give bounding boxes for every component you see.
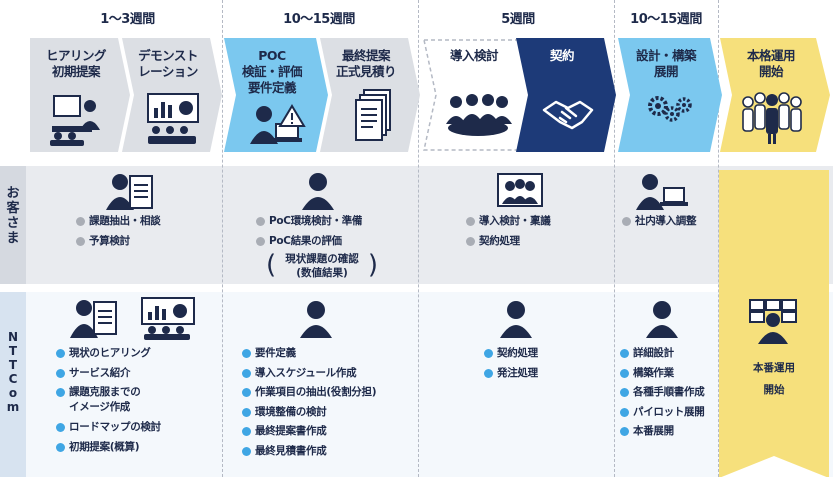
list-item: 予算検討	[76, 232, 160, 252]
person-icon	[300, 300, 332, 342]
ntt-tasks-phase3: 契約処理 発注処理	[484, 344, 538, 383]
list-item: 発注処理	[484, 364, 538, 384]
list-item: 導入検討・稟議	[466, 212, 551, 232]
ntt-tasks-phase4: 詳細設計 構築作業 各種手順書作成 パイロット展開 本番展開	[620, 344, 705, 442]
list-item: PoC環境検討・準備	[256, 212, 362, 232]
list-item: 作業項目の抽出(役割分担)	[242, 383, 377, 403]
ntt-row	[0, 292, 833, 477]
list-item: 本番展開	[620, 422, 704, 442]
list-item: 最終提案書作成	[242, 422, 376, 442]
list-item: 要件定義	[242, 344, 376, 364]
phase-hearing: ヒアリング初期提案	[30, 38, 130, 152]
list-item: 構築作業	[620, 364, 704, 384]
column-separator	[718, 0, 719, 477]
list-item: 社内導入調整	[622, 212, 697, 232]
ntt-tasks-phase1: 現状のヒアリング サービス紹介 課題克服までの イメージ作成 ロードマップの検討…	[56, 344, 161, 457]
phase-demonstration: デモンストレーション	[122, 38, 222, 152]
list-item: 各種手順書作成	[620, 383, 705, 403]
customer-tasks-phase4: 社内導入調整	[622, 212, 697, 232]
week-header-1: 1〜3週間	[100, 12, 155, 27]
customer-tasks-phase3: 導入検討・稟議 契約処理	[466, 212, 551, 252]
list-item: 導入スケジュール作成	[242, 364, 376, 384]
column-separator	[418, 0, 419, 477]
list-item: サービス紹介	[56, 364, 161, 384]
list-item: 最終見積書作成	[242, 442, 376, 462]
list-item: イメージ作成	[69, 401, 130, 413]
column-separator	[614, 0, 615, 477]
person-icon	[646, 300, 678, 342]
person-icon	[500, 300, 532, 342]
person-document-icon	[106, 172, 156, 216]
person-icon	[302, 172, 334, 214]
week-header-3: 5週間	[501, 12, 535, 27]
ntt-tasks-phase2: 要件定義 導入スケジュール作成 作業項目の抽出(役割分担) 環境整備の検討 最終…	[242, 344, 377, 462]
column-separator	[222, 0, 223, 477]
production-band	[719, 170, 829, 477]
list-item: ロードマップの検討	[56, 418, 161, 438]
group-board-icon	[496, 172, 544, 214]
list-item: 課題抽出・相談	[76, 212, 161, 232]
ntt-row-label: N T T C o m	[0, 292, 26, 477]
list-item: 初期提案(概算)	[56, 438, 161, 458]
list-item: 環境整備の検討	[242, 403, 376, 423]
week-header-4: 10〜15週間	[630, 12, 702, 27]
list-item: 契約処理	[484, 344, 538, 364]
operator-monitors-icon	[748, 298, 798, 348]
week-header-2: 10〜15週間	[283, 12, 355, 27]
production-start-label: 本番運用 開始	[753, 362, 795, 396]
customer-tasks-phase1: 課題抽出・相談 予算検討	[76, 212, 161, 252]
phase-final-proposal: 最終提案正式見積り	[320, 38, 420, 152]
phase-full-operation: 本格運用開始	[720, 38, 830, 152]
customer-tasks-phase2: PoC環境検討・準備 PoC結果の評価	[256, 212, 362, 251]
phase-contract: 契約	[516, 38, 616, 152]
phase-design-build: 設計・構築展開	[618, 38, 722, 152]
phase-consideration: 導入検討	[422, 38, 534, 152]
customer-poc-note: ( 現状課題の確認 (数値結果) )	[266, 250, 378, 280]
list-item: 契約処理	[466, 232, 550, 252]
list-item: 詳細設計	[620, 344, 704, 364]
list-item: PoC結果の評価	[256, 232, 362, 252]
list-item: パイロット展開	[620, 403, 705, 423]
list-item: 課題克服までの	[56, 383, 161, 400]
customer-row-label: お 客 さ ま	[0, 166, 26, 284]
list-item: 現状のヒアリング	[56, 344, 161, 364]
person-laptop-icon	[636, 172, 690, 214]
presentation-icon	[140, 296, 196, 344]
person-document-icon	[70, 298, 120, 342]
